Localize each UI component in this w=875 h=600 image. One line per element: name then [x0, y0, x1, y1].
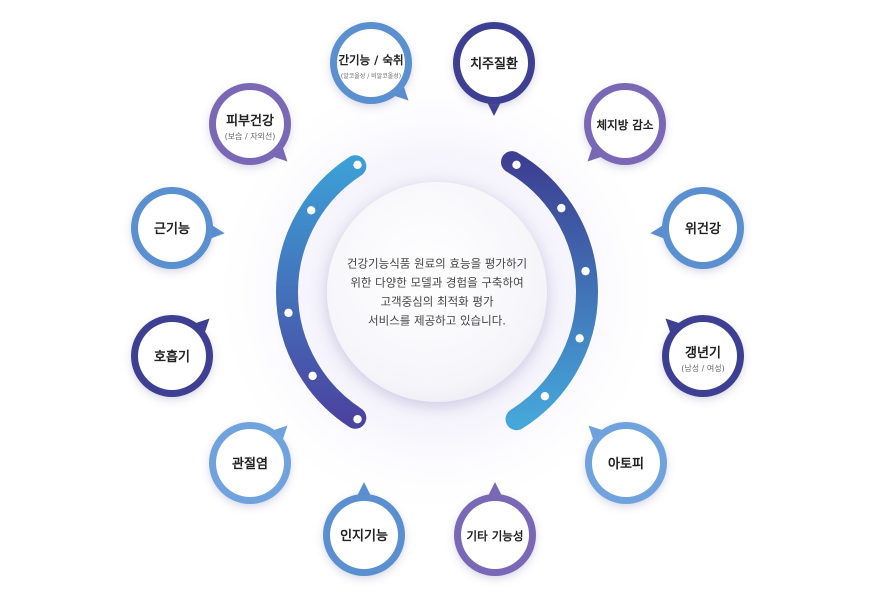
- arc-dot: [557, 203, 566, 213]
- node-label: 호흡기: [154, 349, 190, 365]
- left-arc: [276, 155, 367, 429]
- node-label: 근기능: [154, 222, 190, 237]
- node-label: 갱년기: [685, 345, 721, 361]
- center-description-line: 서비스를 제공하고 있습니다.: [368, 314, 506, 328]
- node-inner: [460, 29, 528, 97]
- category-node: 기타 기능성: [454, 482, 536, 576]
- category-node: 근기능: [131, 187, 225, 269]
- center-circle: [327, 182, 547, 402]
- arc-dot: [353, 415, 362, 424]
- node-inner: [337, 29, 405, 97]
- node-inner: [592, 429, 660, 497]
- node-inner: [138, 322, 206, 390]
- category-node: 치주질환: [453, 22, 535, 116]
- node-sublabel: (알코올성 / 비알코올성): [341, 72, 401, 80]
- node-label: 피부건강: [226, 113, 274, 129]
- node-label: 인지기능: [340, 528, 388, 544]
- right-arc: [501, 151, 598, 431]
- node-inner: [461, 501, 529, 569]
- category-node: 아토피: [585, 422, 667, 504]
- arc-dot: [353, 160, 362, 169]
- node-label: 간기능 / 숙취: [338, 53, 403, 67]
- category-node: 체지방 감소: [584, 83, 666, 165]
- center-description-line: 위한 다양한 모델과 경험을 구축하여: [350, 276, 523, 290]
- node-inner: [216, 429, 284, 497]
- node-inner: [138, 194, 206, 262]
- category-node: 호흡기: [131, 315, 213, 397]
- arc-dot: [540, 391, 550, 401]
- node-label: 기타 기능성: [467, 529, 524, 543]
- category-node: 관절염: [209, 422, 291, 504]
- arc-dot: [575, 334, 584, 343]
- arc-dots: [284, 160, 590, 424]
- node-label: 치주질환: [470, 56, 518, 72]
- node-inner: [330, 501, 398, 569]
- node-inner: [669, 194, 737, 262]
- node-inner: [669, 322, 737, 390]
- arc-dot: [284, 308, 293, 318]
- center-description-line: 고객중심의 최적화 평가: [380, 295, 494, 309]
- node-label: 체지방 감소: [597, 118, 654, 132]
- arc-dot: [308, 371, 317, 381]
- category-node: 위건강: [650, 187, 744, 269]
- arc-dot: [581, 266, 590, 276]
- node-sublabel: (보습 / 자외선): [225, 131, 276, 141]
- node-label: 아토피: [608, 456, 644, 472]
- center-description-line: 건강기능식품 원료의 효능을 평가하기: [347, 257, 527, 271]
- category-node: 갱년기 (남성 / 여성): [662, 315, 744, 397]
- node-label: 위건강: [685, 221, 721, 237]
- arc-dot: [512, 160, 521, 169]
- node-inner: [591, 90, 659, 158]
- arc-dot: [306, 206, 316, 215]
- category-node: 인지기능: [323, 482, 405, 576]
- node-sublabel: (남성 / 여성): [681, 363, 724, 373]
- node-label: 관절염: [232, 456, 268, 472]
- category-node: 피부건강 (보습 / 자외선): [209, 83, 291, 165]
- node-inner: [216, 90, 284, 158]
- category-node: 간기능 / 숙취 (알코올성 / 비알코올성): [330, 22, 412, 104]
